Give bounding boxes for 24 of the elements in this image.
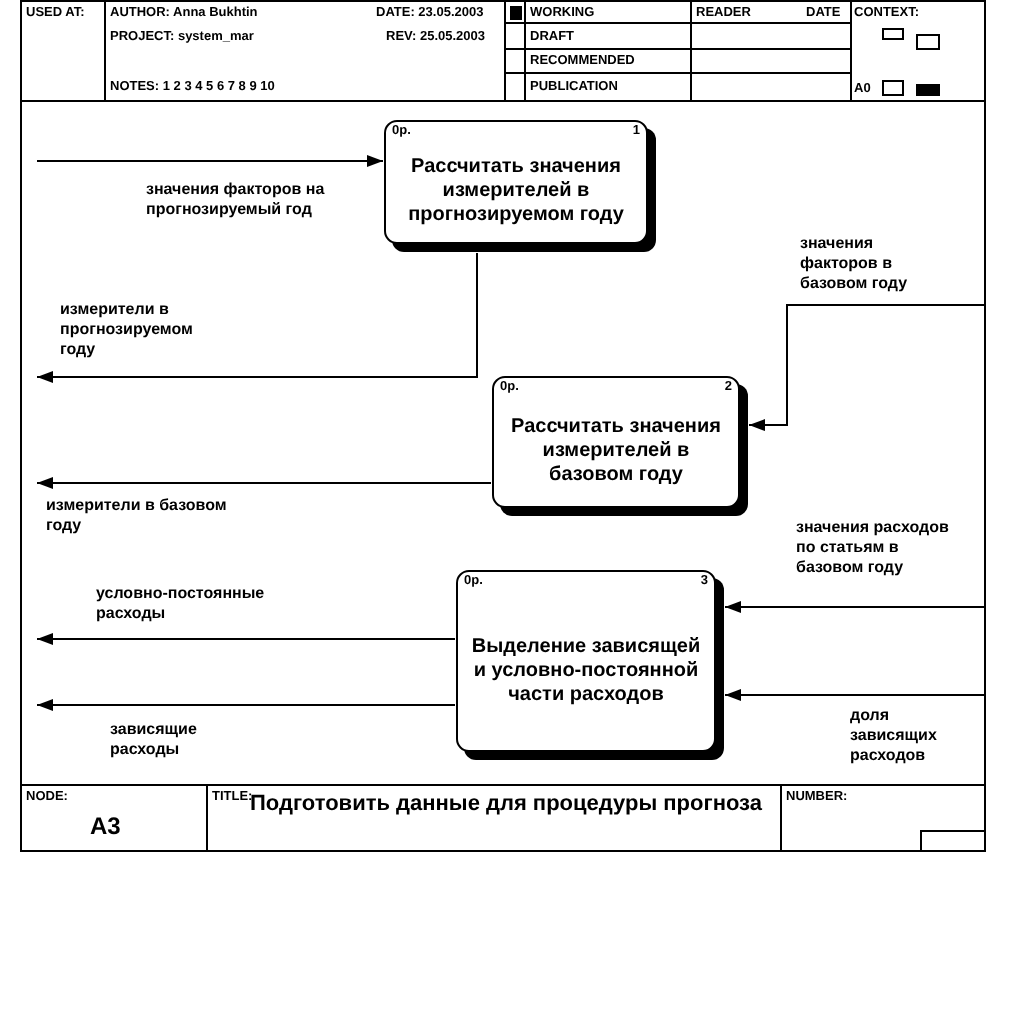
arrow — [36, 633, 456, 645]
arrow-label: значения факторов на прогнозируемый год — [146, 180, 327, 220]
process-name: Рассчитать значения измерителей в прогнозируемом году — [406, 156, 626, 228]
arrow — [724, 601, 986, 613]
arrow — [748, 304, 986, 431]
arrow-label: доля зависящих расходов — [850, 706, 939, 766]
process-box — [384, 120, 656, 252]
process-name: Рассчитать значения измерителей в базовом году — [509, 416, 723, 488]
arrow-label: значения факторов в базовом году — [800, 234, 910, 294]
node-number: A3 — [90, 812, 121, 840]
arrow-label: зависящие расходы — [110, 720, 199, 760]
process-name: Выделение зависящей и условно-постоянной части расходов — [469, 635, 703, 707]
arrow — [36, 477, 492, 489]
process-box — [456, 570, 724, 760]
process-box — [492, 376, 748, 516]
arrow-label: измерители в базовом году — [46, 496, 229, 536]
arrow-label: условно-постоянные расходы — [96, 584, 267, 624]
arrow — [36, 252, 478, 383]
arrow-label: измерители в прогнозируемом году — [60, 300, 195, 360]
diagram-title: Подготовить данные для процедуры прогноза — [250, 792, 762, 818]
arrow — [36, 699, 456, 711]
arrow — [36, 155, 384, 167]
arrow — [724, 689, 986, 701]
arrow-label: значения расходов по статьям в базовом году — [796, 518, 951, 578]
